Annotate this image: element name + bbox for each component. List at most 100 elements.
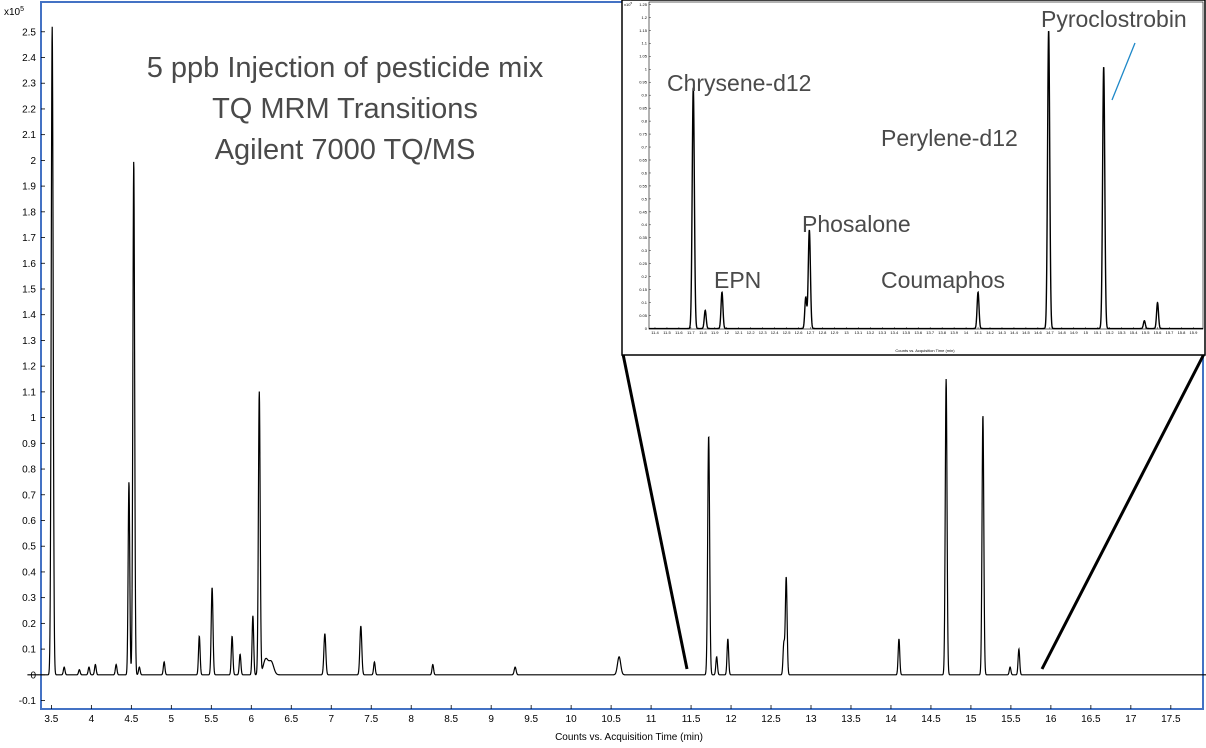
zoom-line-left [621,353,689,670]
inset-y-multiplier: x105 [624,1,632,7]
x-tick-label: 10 [566,714,578,725]
x-tick-label: 11.5 [663,330,671,335]
x-tick-label: 15.6 [1154,330,1163,335]
x-tick-label: 12.9 [831,330,840,335]
inset-plot-background [621,0,1206,356]
y-tick-label: 1 [30,413,36,424]
x-tick-label: 9 [488,714,494,725]
x-tick-label: 13.2 [866,330,875,335]
x-tick-label: 13.9 [950,330,959,335]
x-tick-label: 12.1 [735,330,744,335]
x-tick-label: 12.3 [759,330,768,335]
inset-y-axis: 00.050.10.150.20.250.30.350.40.450.50.55… [639,2,651,331]
y-tick-label: 0.9 [22,439,36,450]
y-tick-label: 2 [30,156,36,167]
inset-y-multiplier-exponent: 5 [630,1,632,5]
x-tick-label: 11.5 [682,714,701,725]
y-tick-label: 0.5 [641,196,647,201]
x-tick-label: 13 [844,330,849,335]
x-tick-label: 14.5 [1022,330,1031,335]
x-tick-label: 14 [885,714,897,725]
title-line-2: TQ MRM Transitions [212,93,478,125]
x-tick-label: 14.3 [998,330,1007,335]
y-tick-label: 1.5 [22,284,36,295]
x-tick-label: 5.5 [204,714,218,725]
label-coumaphos: Coumaphos [881,267,1005,293]
chart-title: 5 ppb Injection of pesticide mix TQ MRM … [147,52,544,166]
y-tick-label: 1.8 [22,207,36,218]
y-tick-label: 0.3 [22,593,36,604]
x-tick-label: 13.8 [938,330,947,335]
x-tick-label: 12.5 [783,330,792,335]
x-tick-label: 14.4 [1010,330,1019,335]
x-tick-label: 8 [408,714,414,725]
label-chrysene-d12: Chrysene-d12 [667,70,811,96]
y-tick-label: 0.9 [641,93,647,98]
x-tick-label: 11.4 [651,330,659,335]
y-tick-label: 0.6 [22,516,36,527]
y-tick-label: 0.8 [22,465,36,476]
x-tick-label: 12 [725,330,730,335]
y-tick-label: 0 [30,670,36,681]
y-tick-label: 2.2 [22,104,36,115]
x-tick-label: 15.2 [1106,330,1115,335]
label-perylene-d12: Perylene-d12 [881,125,1018,151]
x-tick-label: 6.5 [284,714,298,725]
x-tick-label: 15 [1084,330,1089,335]
x-tick-label: 15.5 [1001,714,1021,725]
x-tick-label: 11.6 [675,330,683,335]
y-tick-label: 0.35 [639,235,648,240]
x-tick-label: 15.7 [1166,330,1175,335]
x-tick-label: 11.8 [699,330,707,335]
y-tick-label: 1.9 [22,182,36,193]
main-trace-line [27,26,1206,676]
y-tick-label: 1.7 [22,233,36,244]
x-tick-label: 15.3 [1118,330,1127,335]
y-tick-label: 0.7 [641,144,647,149]
x-tick-label: 16.5 [1081,714,1101,725]
x-tick-label: 15.9 [1190,330,1199,335]
x-tick-label: 13.7 [926,330,935,335]
x-tick-label: 10.5 [601,714,621,725]
x-tick-label: 13.4 [890,330,899,335]
x-tick-label: 7 [328,714,334,725]
x-tick-label: 14.9 [1070,330,1079,335]
x-tick-label: 13.3 [878,330,887,335]
y-tick-label: 1.2 [641,15,647,20]
label-epn: EPN [714,267,761,293]
y-tick-label: 1.05 [639,54,648,59]
x-tick-label: 13.1 [854,330,863,335]
x-tick-label: 13.5 [841,714,861,725]
y-tick-label: 0.4 [22,567,36,578]
title-line-3: Agilent 7000 TQ/MS [215,134,476,166]
x-tick-label: 11 [646,714,657,725]
pyroclostrobin-leader-line [1111,42,1136,101]
y-tick-label: 2.5 [22,27,36,38]
x-tick-label: 8.5 [444,714,458,725]
x-tick-label: 12 [725,714,737,725]
main-y-multiplier-exponent: 5 [20,6,24,13]
x-tick-label: 5 [169,714,175,725]
y-tick-label: -0.1 [19,696,37,707]
y-tick-label: 0.7 [22,490,36,501]
y-tick-label: 1.15 [639,28,648,33]
x-tick-label: 14.8 [1058,330,1067,335]
x-tick-label: 14.1 [974,330,983,335]
y-tick-label: 0.6 [641,170,647,175]
inset-x-axis-label: Counts vs. Acquisition Time (min) [895,348,955,353]
x-tick-label: 13.6 [914,330,923,335]
x-tick-label: 17.5 [1161,714,1181,725]
x-tick-label: 12.8 [819,330,828,335]
y-tick-label: 1.1 [641,41,647,46]
y-tick-label: 1.25 [639,2,648,7]
x-tick-label: 9.5 [524,714,538,725]
y-tick-label: 0.8 [641,119,647,124]
y-tick-label: 0.55 [639,183,648,188]
label-phosalone: Phosalone [802,211,911,237]
y-tick-label: 2.1 [22,130,36,141]
x-tick-label: 14.7 [1046,330,1055,335]
